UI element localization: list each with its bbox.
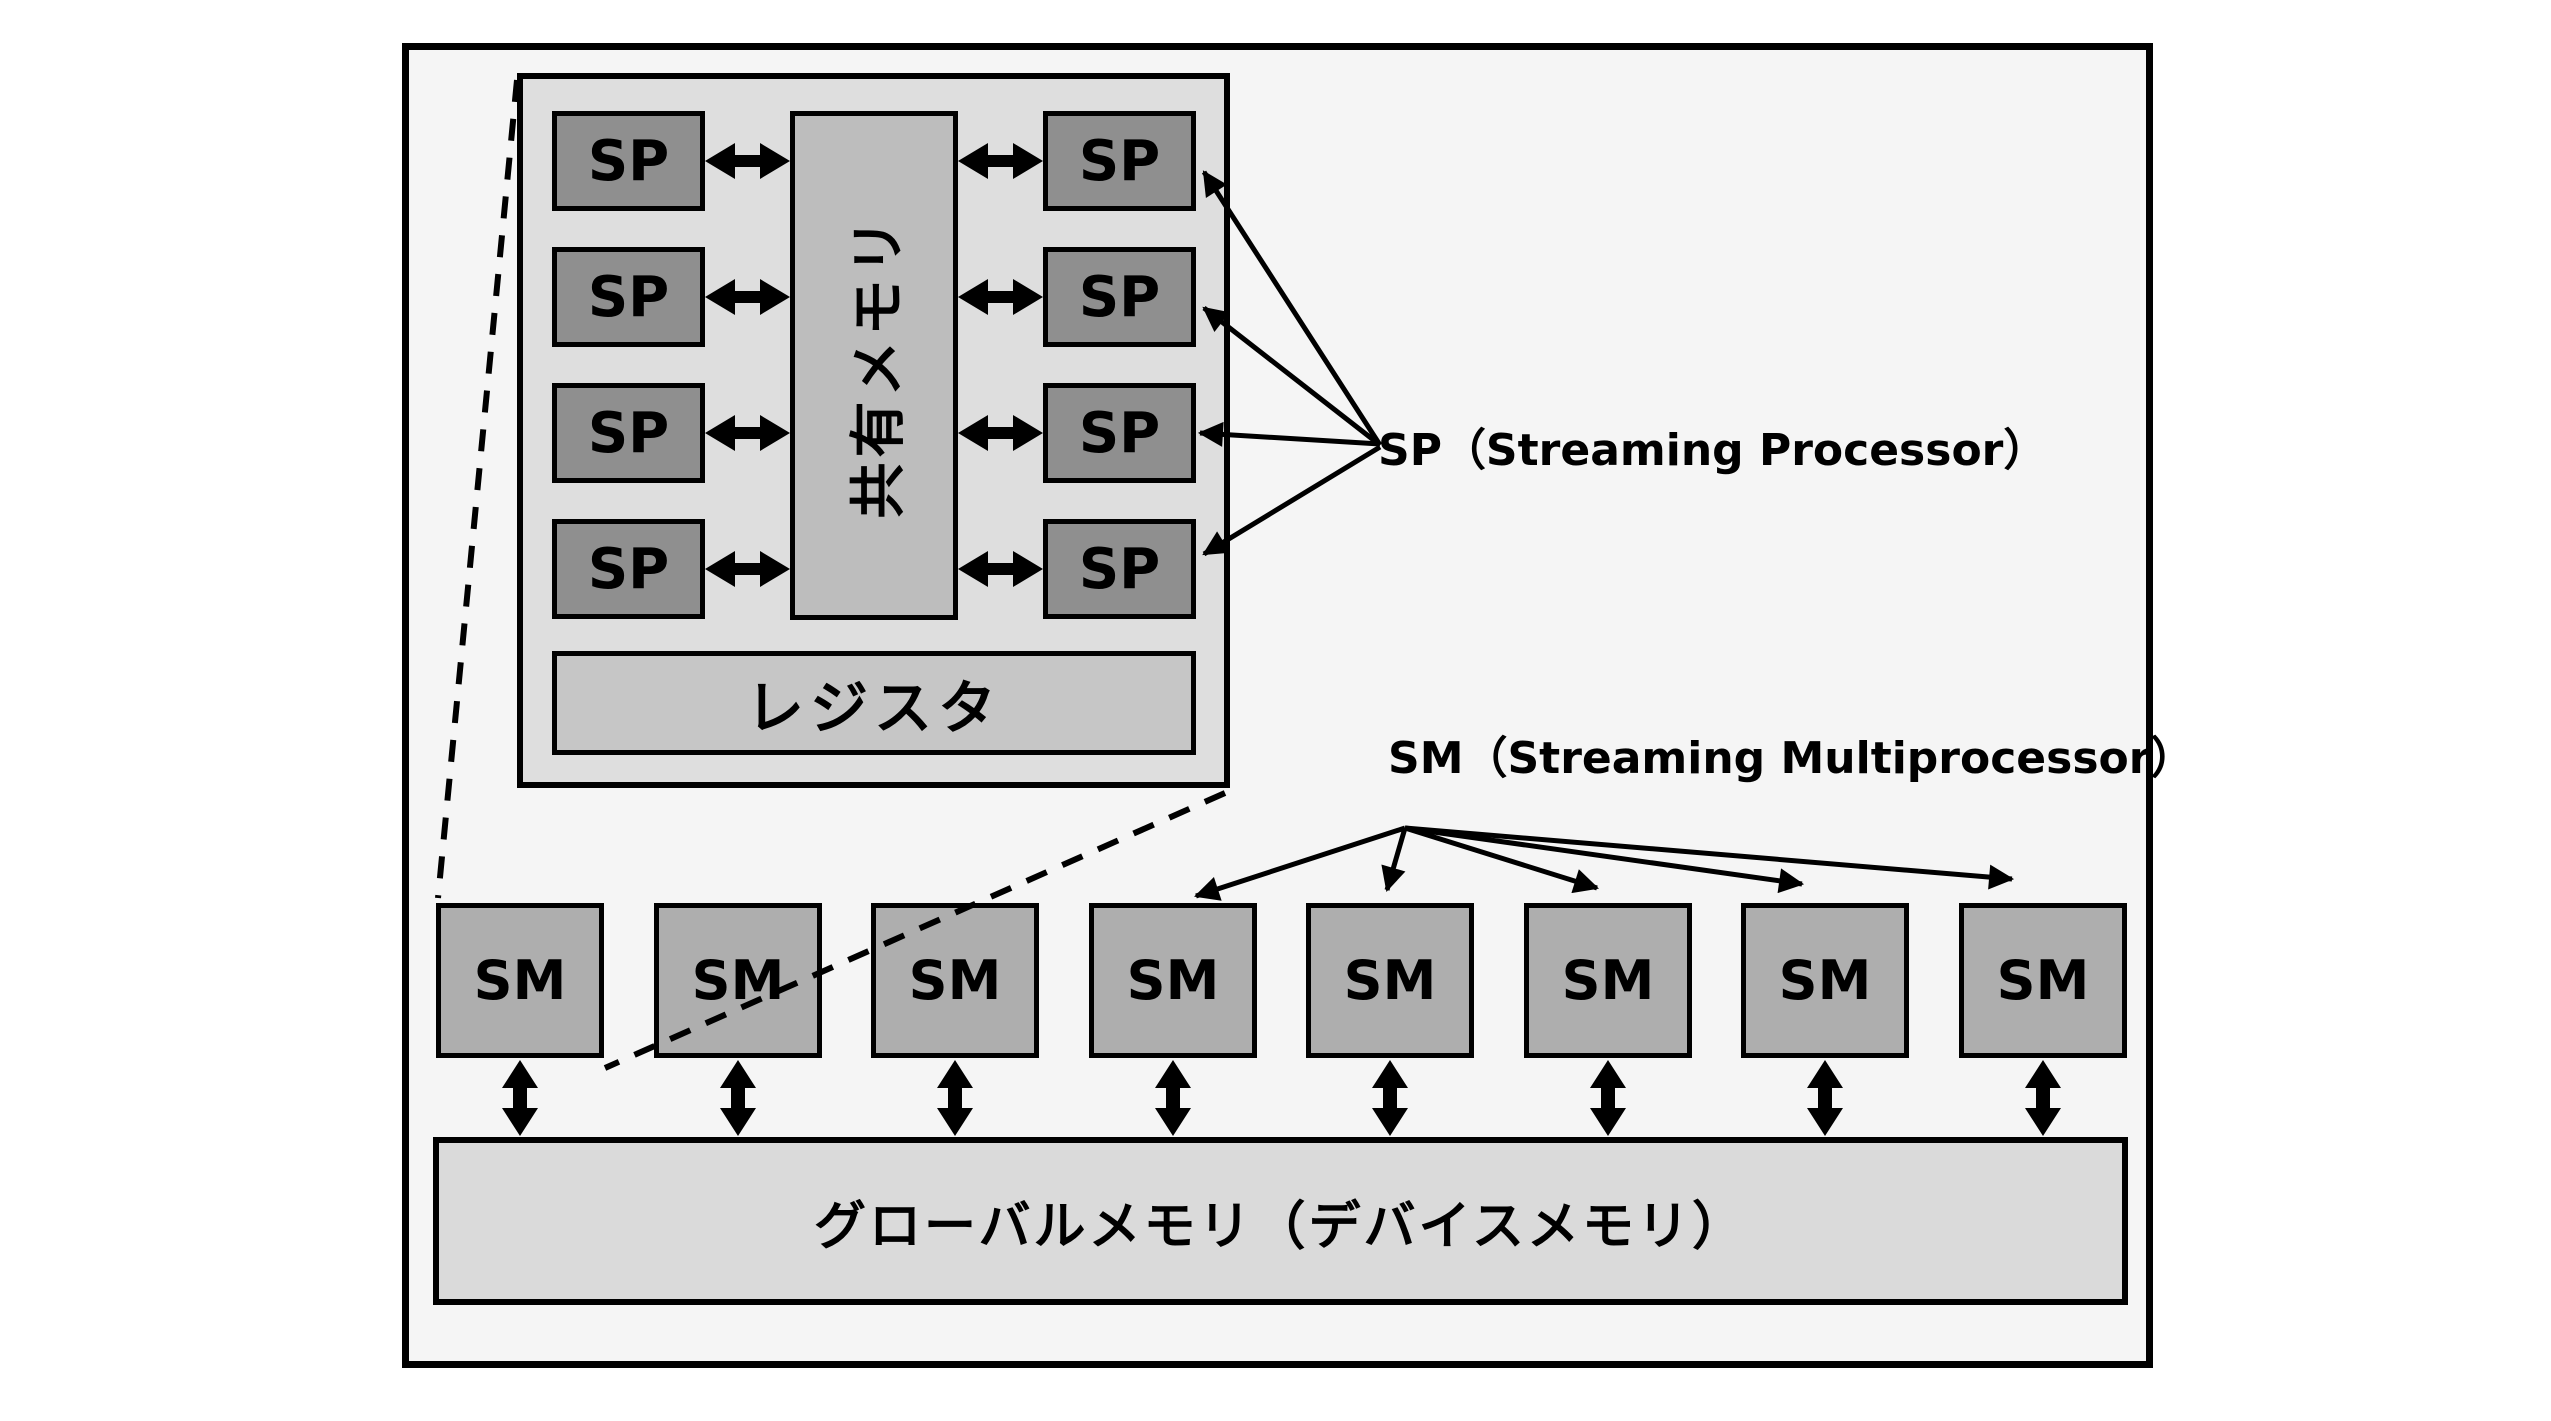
global-memory-box: グローバルメモリ（デバイスメモリ）: [433, 1137, 2128, 1305]
sp-box: SP: [1043, 111, 1196, 211]
bidirectional-arrow-icon: [705, 549, 790, 589]
sp-box: SP: [1043, 383, 1196, 483]
sm-box: SM: [1089, 903, 1257, 1058]
sm-box: SM: [1306, 903, 1474, 1058]
sp-box-label: SP: [587, 128, 670, 194]
sp-box-label: SP: [1078, 264, 1161, 330]
sm-box-label: SM: [1126, 949, 1220, 1012]
sp-box-label: SP: [1078, 128, 1161, 194]
bidirectional-arrow-icon: [1371, 1060, 1409, 1136]
bidirectional-arrow-icon: [958, 141, 1043, 181]
sp-box-label: SP: [1078, 400, 1161, 466]
sp-box: SP: [552, 519, 705, 619]
sm-box-label: SM: [1996, 949, 2090, 1012]
sp-box-label: SP: [587, 264, 670, 330]
sm-box-label: SM: [1561, 949, 1655, 1012]
sm-box-label: SM: [1343, 949, 1437, 1012]
sm-box: SM: [1741, 903, 1909, 1058]
bidirectional-arrow-icon: [958, 277, 1043, 317]
bidirectional-arrow-icon: [719, 1060, 757, 1136]
bidirectional-arrow-icon: [1589, 1060, 1627, 1136]
bidirectional-arrow-icon: [705, 141, 790, 181]
sm-box: SM: [1959, 903, 2127, 1058]
sm-callout-label: SM（Streaming Multiprocessor）: [1388, 733, 2195, 784]
sm-box: SM: [871, 903, 1039, 1058]
bidirectional-arrow-icon: [501, 1060, 539, 1136]
sm-box: SM: [436, 903, 604, 1058]
shared-memory-box: 共有メモリ: [790, 111, 958, 620]
shared-memory-label: 共有メモリ: [846, 213, 912, 518]
register-label: レジスタ: [745, 674, 1002, 742]
sp-box: SP: [552, 383, 705, 483]
sm-box: SM: [654, 903, 822, 1058]
bidirectional-arrow-icon: [958, 413, 1043, 453]
bidirectional-arrow-icon: [1806, 1060, 1844, 1136]
sp-box: SP: [1043, 247, 1196, 347]
register-box: レジスタ: [552, 651, 1196, 755]
bidirectional-arrow-icon: [936, 1060, 974, 1136]
sp-box-label: SP: [1078, 536, 1161, 602]
sp-box: SP: [552, 247, 705, 347]
sp-box-label: SP: [587, 536, 670, 602]
sm-box-label: SM: [691, 949, 785, 1012]
sp-box-label: SP: [587, 400, 670, 466]
sp-box: SP: [1043, 519, 1196, 619]
sp-callout-label: SP（Streaming Processor）: [1378, 425, 2048, 476]
sp-box: SP: [552, 111, 705, 211]
bidirectional-arrow-icon: [705, 277, 790, 317]
bidirectional-arrow-icon: [2024, 1060, 2062, 1136]
sm-box-label: SM: [908, 949, 1002, 1012]
bidirectional-arrow-icon: [958, 549, 1043, 589]
global-memory-label: グローバルメモリ（デバイスメモリ）: [814, 1196, 1747, 1257]
sm-box: SM: [1524, 903, 1692, 1058]
sm-box-label: SM: [1778, 949, 1872, 1012]
bidirectional-arrow-icon: [705, 413, 790, 453]
bidirectional-arrow-icon: [1154, 1060, 1192, 1136]
sm-box-label: SM: [473, 949, 567, 1012]
